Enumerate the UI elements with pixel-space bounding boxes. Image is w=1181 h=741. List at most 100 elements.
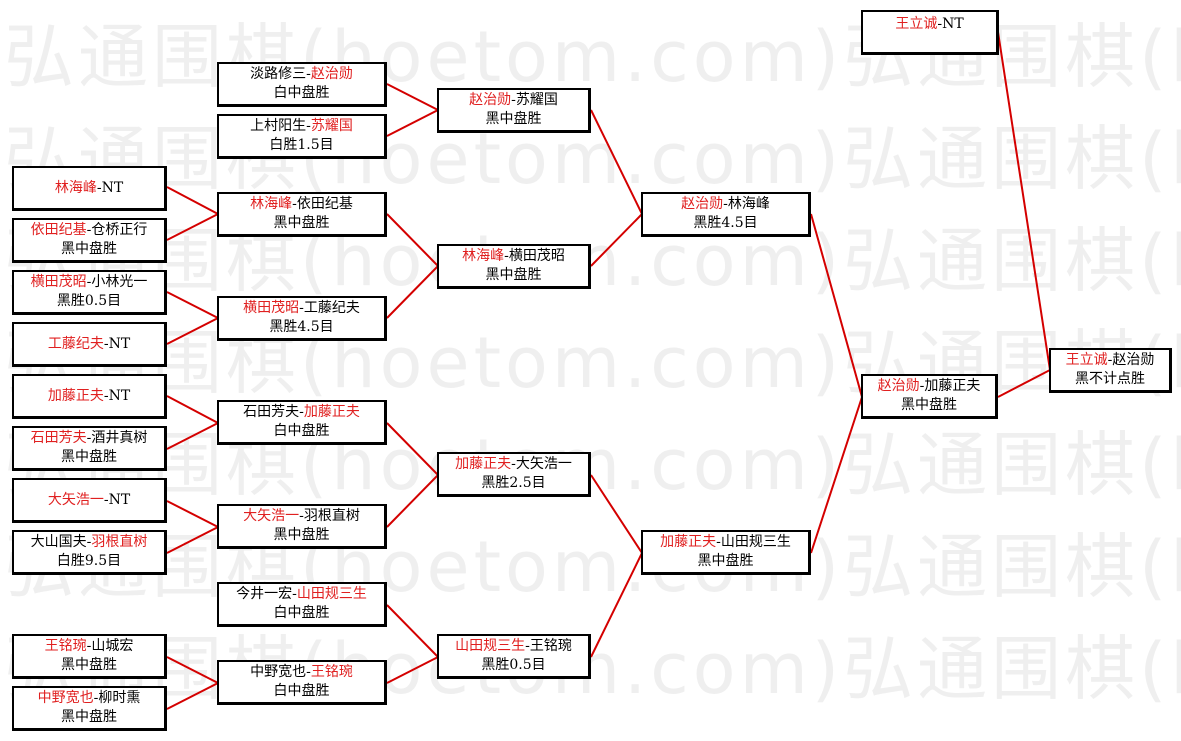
match-box[interactable]: 工藤纪夫-NT bbox=[12, 322, 167, 367]
match-box[interactable]: 大山国夫-羽根直树 白胜9.5目 bbox=[12, 530, 167, 575]
match-result: 黑胜4.5目 bbox=[269, 319, 334, 335]
match-result: 黑中盘胜 bbox=[901, 397, 957, 413]
match-box[interactable]: 石田芳夫-加藤正夫 白中盘胜 bbox=[217, 400, 387, 445]
connector-line bbox=[386, 213, 440, 319]
seed-box[interactable]: 王立诚-NT bbox=[861, 10, 999, 55]
player-name: 依田纪基 bbox=[296, 196, 353, 212]
player-name: 横田茂昭 bbox=[243, 300, 300, 316]
separator: - bbox=[1107, 352, 1113, 368]
separator: - bbox=[96, 179, 102, 196]
separator: - bbox=[86, 222, 92, 238]
player-name: 羽根直树 bbox=[91, 534, 148, 550]
player-name: 横田茂昭 bbox=[508, 248, 565, 264]
match-box[interactable]: 山田规三生-王铭琬 黑胜0.5目 bbox=[437, 634, 591, 679]
match-result: 黑胜0.5目 bbox=[481, 657, 546, 673]
watermark-text: 弘通围棋(hoetom.com)弘通围棋(hoetom.com) bbox=[4, 118, 1181, 200]
player-name: 山田规三生 bbox=[720, 534, 791, 550]
match-box[interactable]: 王铭琬-山城宏 黑中盘胜 bbox=[12, 634, 167, 679]
separator: - bbox=[292, 586, 297, 602]
match-result: 黑不计点胜 bbox=[1075, 371, 1145, 387]
player-name: 林海峰 bbox=[727, 196, 770, 212]
match-result: 黑中盘胜 bbox=[61, 657, 117, 673]
separator: - bbox=[306, 66, 311, 82]
player-name: 大山国夫 bbox=[30, 534, 87, 550]
player-name: 今井一宏 bbox=[236, 586, 293, 602]
player-name: 林海峰 bbox=[54, 179, 97, 196]
player-name: 加藤正夫 bbox=[924, 378, 981, 394]
match-box[interactable]: 赵治勋-林海峰 黑胜4.5目 bbox=[641, 192, 811, 237]
connector-line bbox=[386, 422, 440, 528]
watermark-text: 弘通围棋(hoetom.com)弘通围棋(hoetom.com) bbox=[4, 424, 1181, 506]
match-box[interactable]: 上村阳生-苏耀国 白胜1.5目 bbox=[217, 114, 387, 159]
match-result: 黑中盘胜 bbox=[61, 449, 117, 465]
player-name: 山田规三生 bbox=[455, 638, 526, 654]
match-box[interactable]: 今井一宏-山田规三生 白中盘胜 bbox=[217, 582, 387, 627]
match-box[interactable]: 加藤正夫-大矢浩一 黑胜2.5目 bbox=[437, 452, 591, 497]
player-name: 淡路修三 bbox=[250, 66, 307, 82]
match-box[interactable]: 依田纪基-仓桥正行 黑中盘胜 bbox=[12, 218, 167, 263]
player-name: 王铭琬 bbox=[310, 664, 353, 680]
match-box[interactable]: 赵治勋-苏耀国 黑中盘胜 bbox=[437, 88, 591, 133]
final-match-box[interactable]: 王立诚-赵治勋 黑不计点胜 bbox=[1049, 348, 1172, 393]
match-box[interactable]: 横田茂昭-工藤纪夫 黑胜4.5目 bbox=[217, 296, 387, 341]
watermark-text: 弘通围棋(hoetom.com)弘通围棋(hoetom.com) bbox=[4, 526, 1181, 608]
player-name: 加藤正夫 bbox=[455, 456, 512, 472]
separator: - bbox=[937, 16, 943, 32]
player-name: 柳时熏 bbox=[98, 690, 141, 706]
match-box[interactable]: 加藤正夫-NT bbox=[12, 374, 167, 419]
connector-line bbox=[166, 395, 221, 450]
match-box[interactable]: 林海峰-NT bbox=[12, 166, 167, 211]
match-box[interactable]: 大矢浩一-NT bbox=[12, 478, 167, 523]
connector-line bbox=[590, 109, 644, 267]
player-name: 林海峰 bbox=[250, 196, 293, 212]
match-result: 白胜9.5目 bbox=[56, 553, 122, 569]
match-box[interactable]: 中野宽也-柳时熏 黑中盘胜 bbox=[12, 686, 167, 731]
player-name: 山城宏 bbox=[91, 638, 134, 654]
match-box[interactable]: 石田芳夫-酒井真树 黑中盘胜 bbox=[12, 426, 167, 471]
separator: - bbox=[716, 534, 721, 550]
player-name: 王铭琬 bbox=[529, 638, 572, 654]
player-name: 横田茂昭 bbox=[30, 274, 87, 290]
match-result: 黑胜4.5目 bbox=[693, 215, 758, 231]
separator: - bbox=[511, 456, 516, 472]
player-name: 中野宽也 bbox=[250, 664, 307, 680]
separator: - bbox=[86, 430, 92, 446]
match-result: 黑中盘胜 bbox=[273, 215, 330, 231]
player-name: 王铭琬 bbox=[44, 638, 87, 654]
match-box[interactable]: 林海峰-依田纪基 黑中盘胜 bbox=[217, 192, 387, 237]
player-name: 苏耀国 bbox=[310, 118, 353, 134]
player-name: 赵治勋 bbox=[1112, 352, 1155, 368]
match-box[interactable]: 大矢浩一-羽根直树 黑中盘胜 bbox=[217, 504, 387, 549]
connector-line bbox=[166, 656, 221, 710]
match-result: 黑中盘胜 bbox=[485, 267, 542, 283]
separator: - bbox=[93, 690, 99, 706]
match-result: 黑中盘胜 bbox=[273, 527, 330, 543]
separator: - bbox=[103, 491, 109, 508]
match-box[interactable]: 林海峰-横田茂昭 黑中盘胜 bbox=[437, 244, 591, 289]
connector-line bbox=[997, 31, 1052, 398]
connector-line bbox=[166, 186, 221, 241]
player-name: 林海峰 bbox=[462, 248, 505, 264]
match-result: 黑中盘胜 bbox=[697, 553, 754, 569]
player-name: 工藤纪夫 bbox=[303, 300, 360, 316]
match-result: 白中盘胜 bbox=[273, 423, 330, 439]
player-name: 加藤正夫 bbox=[47, 387, 104, 404]
match-box[interactable]: 加藤正夫-山田规三生 黑中盘胜 bbox=[641, 530, 811, 575]
separator: - bbox=[511, 92, 516, 108]
player-name: 加藤正夫 bbox=[660, 534, 717, 550]
match-result: 黑中盘胜 bbox=[61, 709, 117, 725]
player-name: 石田芳夫 bbox=[243, 404, 300, 420]
player-name: NT bbox=[108, 387, 131, 404]
separator: - bbox=[306, 118, 311, 134]
match-box[interactable]: 赵治勋-加藤正夫 黑中盘胜 bbox=[861, 374, 998, 419]
player-name: 山田规三生 bbox=[296, 586, 367, 602]
separator: - bbox=[86, 534, 92, 550]
player-name: 酒井真树 bbox=[91, 430, 148, 446]
match-box[interactable]: 淡路修三-赵治勋 白中盘胜 bbox=[217, 62, 387, 107]
separator: - bbox=[504, 248, 509, 264]
match-result: 白中盘胜 bbox=[273, 85, 330, 101]
separator: - bbox=[103, 387, 109, 404]
match-box[interactable]: 横田茂昭-小林光一 黑胜0.5目 bbox=[12, 270, 167, 315]
player-name: 王立诚 bbox=[895, 16, 938, 32]
match-box[interactable]: 中野宽也-王铭琬 白中盘胜 bbox=[217, 660, 387, 705]
